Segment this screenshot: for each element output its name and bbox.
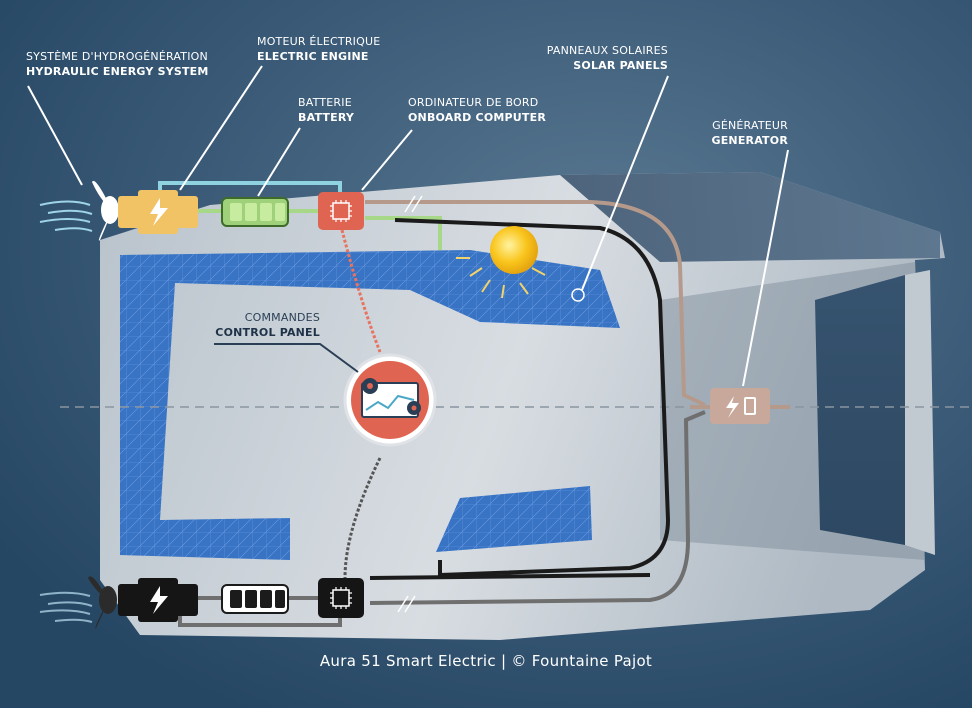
label-hydraulic-energy-system: SYSTÈME D'HYDROGÉNÉRATION HYDRAULIC ENER… — [26, 49, 209, 79]
fuel-pump-icon — [744, 397, 756, 415]
label-fr: GÉNÉRATEUR — [712, 119, 788, 132]
label-fr: SYSTÈME D'HYDROGÉNÉRATION — [26, 50, 208, 63]
leader-computer — [361, 129, 413, 191]
solar-panel-array-port — [120, 250, 620, 560]
lower-battery-cell-icon — [245, 590, 257, 608]
aft-window — [815, 275, 905, 545]
lower-engine-bolt-icon — [150, 586, 168, 614]
cabin-roof — [560, 172, 940, 262]
label-onboard-computer: ORDINATEUR DE BORD ONBOARD COMPUTER — [408, 95, 546, 125]
lower-computer-box — [318, 578, 364, 618]
label-en: HYDRAULIC ENERGY SYSTEM — [26, 65, 209, 78]
cable-outer-loop — [394, 218, 671, 578]
cable-computer-solar — [365, 216, 442, 250]
cable-lower-loop — [369, 573, 651, 580]
battery-cell-icon — [260, 203, 272, 221]
label-solar-panels: PANNEAUX SOLAIRES SOLAR PANELS — [530, 43, 668, 73]
battery-cell-icon — [245, 203, 257, 221]
leader-generator — [742, 149, 789, 387]
label-fr: COMMANDES — [244, 311, 320, 324]
graph-line-icon — [365, 394, 415, 411]
hydro-hub-icon — [101, 196, 119, 224]
label-en: BATTERY — [298, 111, 355, 124]
cable-break-mark-top — [404, 195, 423, 213]
lower-battery-cell-icon — [260, 590, 272, 608]
generator-box — [710, 388, 770, 424]
label-en: ONBOARD COMPUTER — [408, 111, 546, 124]
onboard-computer-box — [318, 192, 364, 230]
label-fr: BATTERIE — [298, 96, 352, 109]
image-caption: Aura 51 Smart Electric | © Fountaine Paj… — [319, 652, 653, 670]
solar-panel-array-aft — [436, 486, 592, 552]
hydro-propeller-icon — [92, 180, 112, 241]
cable-break-mark-bottom — [397, 595, 416, 613]
cable-computer-generator — [365, 200, 706, 407]
engine-bolt-icon — [150, 198, 168, 226]
leader-controls — [214, 343, 359, 373]
label-en: CONTROL PANEL — [215, 326, 320, 339]
aft-post — [905, 270, 935, 555]
lower-battery-cell-icon — [275, 590, 285, 608]
solar-pointer-dot — [571, 288, 585, 302]
water-flow-top — [39, 200, 93, 232]
screen-icon — [361, 382, 419, 418]
label-generator: GÉNÉRATEUR GENERATOR — [690, 118, 788, 148]
label-fr: MOTEUR ÉLECTRIQUE — [257, 35, 381, 48]
leader-engine — [179, 65, 263, 191]
generator-bolt-icon — [726, 396, 739, 418]
battery-cell-icon — [275, 203, 285, 221]
cable-controls-computer-lower — [343, 457, 382, 579]
label-fr: PANNEAUX SOLAIRES — [546, 44, 668, 57]
cable-computer-controls — [340, 229, 382, 353]
label-en: SOLAR PANELS — [573, 59, 668, 72]
lower-battery-cell-icon — [230, 590, 242, 608]
label-battery: BATTERIE BATTERY — [298, 95, 354, 125]
water-flow-bottom — [39, 591, 93, 623]
propeller-icon — [88, 576, 108, 629]
label-control-panel: COMMANDES CONTROL PANEL — [200, 310, 320, 340]
cable-engine-computer-top — [158, 181, 342, 192]
lower-chip-pins-icon — [330, 587, 352, 609]
chip-pins-icon — [330, 200, 352, 222]
sun-icon — [456, 226, 546, 299]
cable-lower-engine-computer — [178, 615, 342, 627]
label-electric-engine: MOTEUR ÉLECTRIQUE ELECTRIC ENGINE — [257, 34, 380, 64]
label-en: GENERATOR — [711, 134, 788, 147]
battery-cell-icon — [230, 203, 242, 221]
label-fr: ORDINATEUR DE BORD — [408, 96, 539, 109]
leader-solar — [581, 75, 669, 291]
leader-battery — [257, 127, 301, 197]
cable-lower-computer-generator — [369, 410, 706, 605]
label-en: ELECTRIC ENGINE — [257, 50, 369, 63]
leader-hydraulic — [27, 85, 83, 186]
propeller-hub-icon — [99, 586, 117, 614]
